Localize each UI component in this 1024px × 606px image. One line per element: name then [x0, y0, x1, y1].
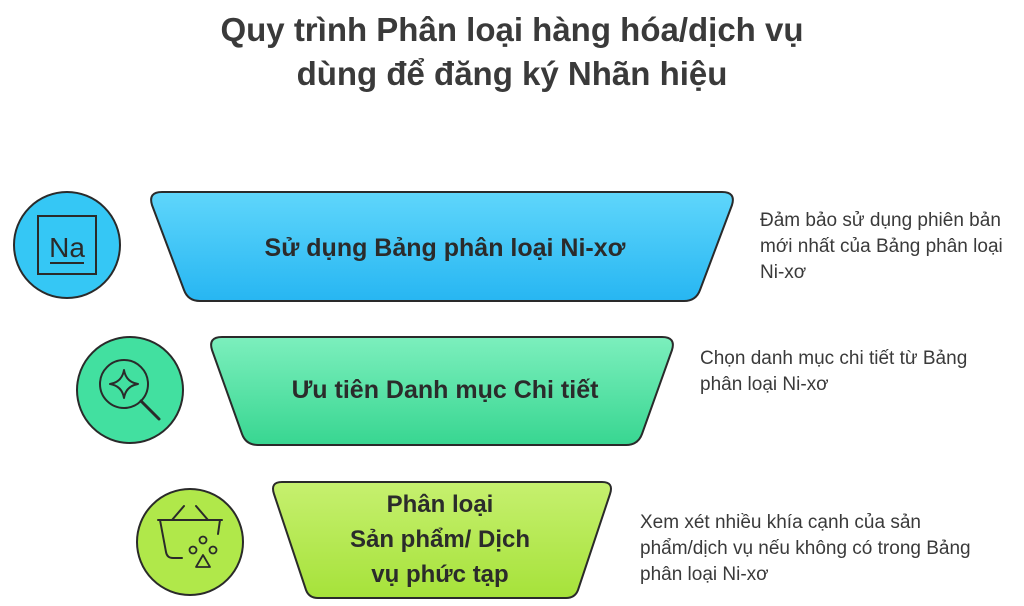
title-line-1: Quy trình Phân loại hàng hóa/dịch vụ [220, 11, 804, 48]
step-3-label: Phân loại Sản phẩm/ Dịch vụ phức tạp [300, 484, 580, 594]
step-3-label-line-3: vụ phức tạp [371, 560, 509, 588]
step-3-label-line-1: Phân loại [386, 490, 494, 518]
tier-1-band [150, 191, 734, 302]
tier-3-band [272, 481, 612, 599]
step-1-description: Đảm bảo sử dụng phiên bản mới nhất của B… [760, 210, 1003, 283]
step-3-description: Xem xét nhiều khía cạnh của sản phẩm/dịc… [640, 512, 971, 585]
step-1-label: Sử dụng Bảng phân loại Ni-xơ [264, 233, 626, 262]
step-3-label-line-2: Sản phẩm/ Dịch [349, 525, 531, 553]
search-sparkle-icon [76, 336, 184, 444]
step-2-description: Chọn danh mục chi tiết từ Bảng phân loại… [700, 348, 968, 395]
tier-2-band [210, 336, 674, 446]
step-2-label: Ưu tiên Danh mục Chi tiết [291, 375, 599, 404]
page-title: Quy trình Phân loại hàng hóa/dịch vụ dùn… [0, 8, 1024, 96]
title-line-2: dùng để đăng ký Nhãn hiệu [296, 55, 728, 92]
basket-shapes-icon [136, 488, 244, 596]
na-element-icon: Na [13, 191, 121, 299]
na-icon-text: Na [49, 232, 85, 263]
